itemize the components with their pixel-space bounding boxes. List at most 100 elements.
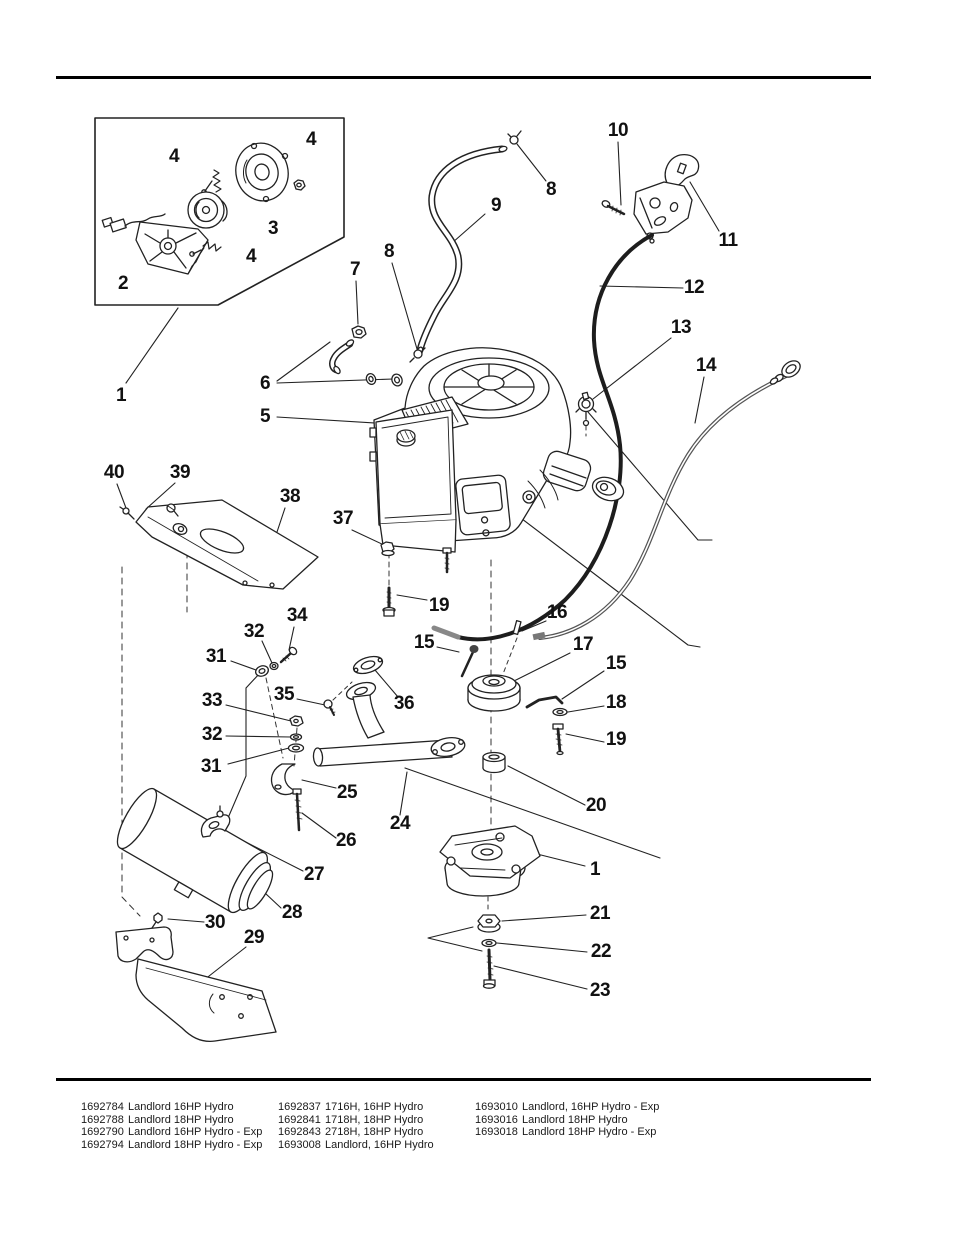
ferrule-washers (365, 372, 403, 387)
engine-mount-hardware (380, 541, 452, 617)
callout-3: 3 (267, 218, 279, 239)
throttle-lever (664, 154, 700, 188)
callout-28: 28 (281, 902, 303, 923)
elbow-fitting (329, 325, 403, 387)
muffler-mount-hardware (255, 646, 305, 753)
callout-8: 8 (383, 241, 395, 262)
engine (369, 347, 625, 553)
pulley-group (460, 620, 568, 774)
model-description: Landlord, 16HP Hydro - Exp (522, 1101, 660, 1113)
bent-rod-15 (525, 695, 564, 709)
model-description: Landlord 16HP Hydro (128, 1101, 234, 1113)
model-number: 1692788 (81, 1113, 124, 1126)
bottom-rule (56, 1078, 871, 1081)
model-number: 1693016 (475, 1113, 518, 1126)
hose-clamp-top (507, 130, 522, 145)
callout-20: 20 (585, 795, 607, 816)
clutch-washer-22 (481, 938, 497, 948)
choke-knob (769, 360, 801, 385)
choke-cable (532, 360, 801, 641)
callout-15: 15 (413, 632, 435, 653)
callout-32: 32 (243, 621, 265, 642)
upper-heat-shield (119, 499, 319, 590)
starter-spring-bottom (189, 241, 222, 257)
lock-washer-32-upper (269, 661, 279, 671)
mount-bolt-right (442, 547, 452, 574)
callout-4: 4 (168, 146, 180, 167)
exhaust-pipe-group (312, 655, 466, 767)
cylinder-shroud (542, 450, 625, 502)
callout-19: 19 (428, 595, 450, 616)
throttle-cable (456, 233, 654, 642)
engine-side-panel (369, 409, 457, 553)
callout-21: 21 (589, 903, 611, 924)
mount-bolt-left (382, 586, 396, 617)
model-description: Landlord 18HP Hydro - Exp (128, 1139, 263, 1152)
model-number: 1692837 (278, 1101, 321, 1113)
fuel-pump-fitting (575, 391, 597, 427)
model-description: Landlord 18HP Hydro (128, 1113, 234, 1126)
callout-10: 10 (607, 120, 629, 141)
callout-14: 14 (695, 355, 717, 376)
callout-33: 33 (201, 690, 223, 711)
model-description: Landlord 18HP Hydro - Exp (522, 1126, 657, 1139)
model-row: 1692841 1718H, 18HP Hydro (278, 1114, 434, 1127)
clutch-nut-21 (477, 914, 501, 933)
lock-washer-32-lower (289, 733, 303, 741)
model-row: 1692788 Landlord 18HP Hydro (81, 1114, 262, 1127)
exhaust-gasket (352, 655, 384, 675)
model-description: 2718H, 18HP Hydro (325, 1126, 424, 1139)
throttle-mount-screw (601, 200, 626, 216)
callout-9: 9 (490, 195, 502, 216)
model-number: 1693010 (475, 1101, 518, 1113)
starter-bracket (135, 221, 209, 275)
muffler-bracket (200, 805, 231, 838)
pipe-screw (323, 699, 336, 716)
starter-wire (101, 213, 166, 233)
callout-24: 24 (389, 813, 411, 834)
starter-inset-box (94, 117, 345, 306)
callout-27: 27 (303, 864, 325, 885)
top-rule (56, 76, 871, 79)
pulley-pin-15 (460, 645, 479, 678)
model-number: 1692841 (278, 1113, 321, 1126)
shield-screw (166, 503, 179, 517)
clutch-bolt-23 (482, 948, 496, 989)
callout-5: 5 (259, 406, 271, 427)
dashed-construction-lines (121, 417, 587, 917)
lower-heat-shield (115, 912, 277, 1042)
model-description: Landlord 16HP Hydro - Exp (128, 1126, 263, 1139)
model-number: 1693008 (278, 1139, 321, 1152)
model-description: 1718H, 18HP Hydro (325, 1113, 424, 1126)
callout-40: 40 (103, 462, 125, 483)
clamp-bolt-26 (292, 788, 303, 832)
bolt-19-right (552, 723, 564, 756)
clutch-plate (439, 825, 541, 879)
callout-18: 18 (605, 692, 627, 713)
callout-8: 8 (545, 179, 557, 200)
callout-22: 22 (590, 941, 612, 962)
pulley-17 (467, 674, 521, 712)
washer-31-upper (255, 665, 269, 677)
callout-16: 16 (546, 602, 568, 623)
callout-31: 31 (200, 756, 222, 777)
callout-7: 7 (349, 259, 361, 280)
model-column-3: 1693010 Landlord, 16HP Hydro - Exp 1693016… (475, 1101, 659, 1139)
callout-34: 34 (286, 605, 308, 626)
shield-bolt-30 (151, 912, 163, 929)
oil-fill-cap (396, 429, 416, 447)
callout-15: 15 (605, 653, 627, 674)
callout-19: 19 (605, 729, 627, 750)
callout-1: 1 (589, 859, 601, 880)
model-row: 1693010 Landlord, 16HP Hydro - Exp (475, 1101, 659, 1114)
